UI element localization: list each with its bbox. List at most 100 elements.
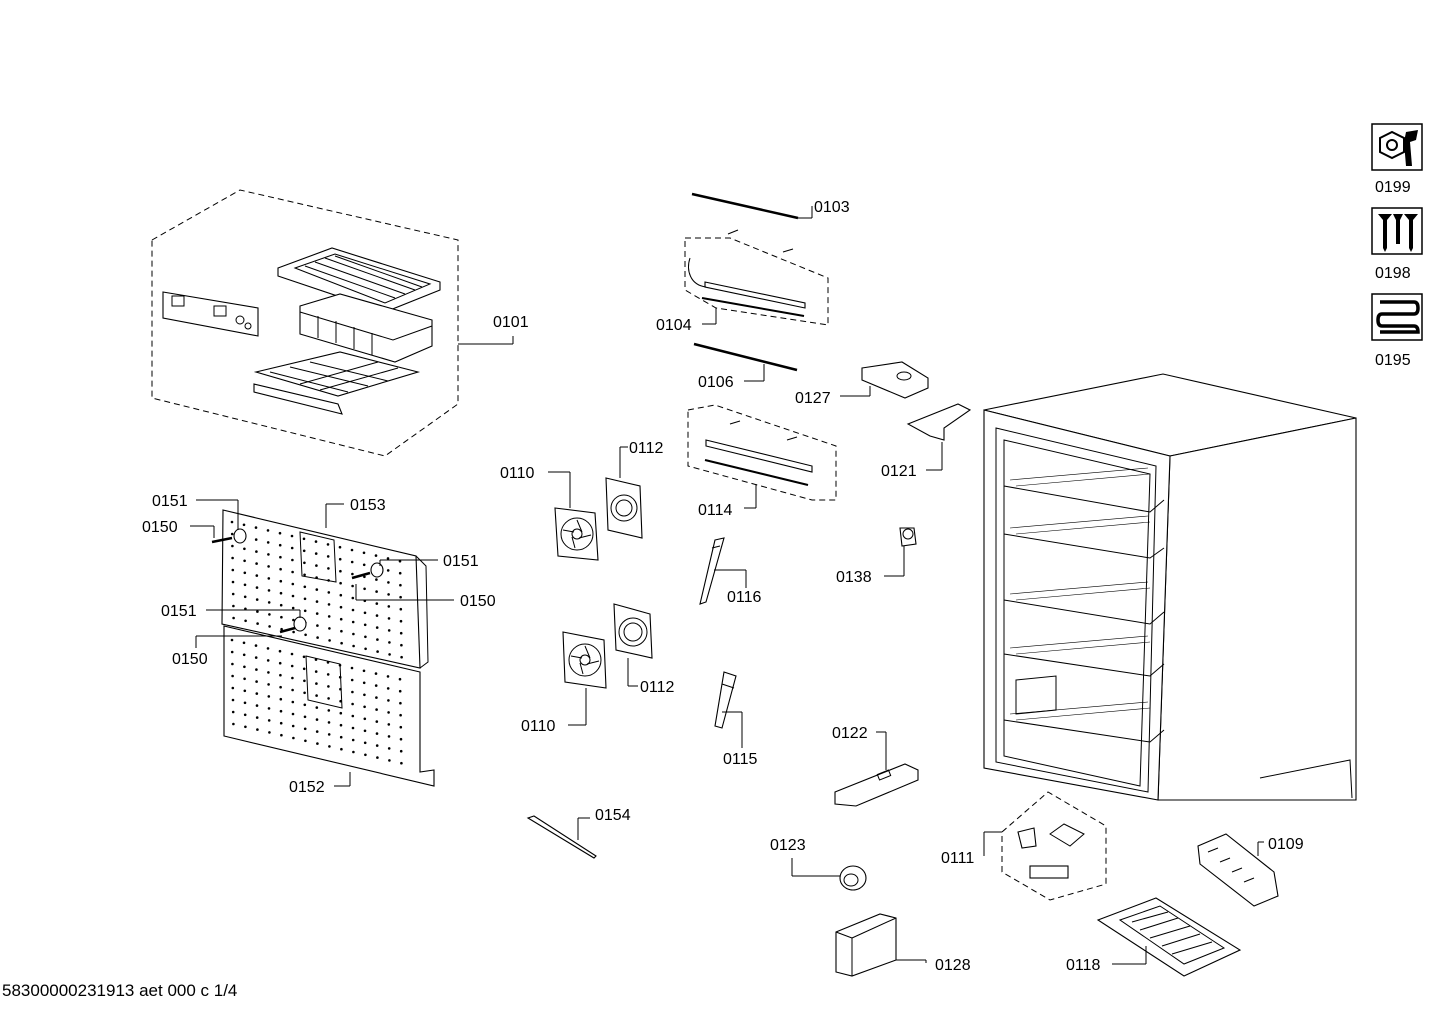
perforation-dot	[399, 713, 402, 717]
perforation-dot	[291, 558, 294, 562]
perforation-dot	[375, 696, 378, 699]
perforation-dot	[375, 744, 379, 747]
perforation-dot	[290, 652, 294, 656]
perforation-dot	[279, 709, 283, 713]
perforation-dot	[291, 570, 294, 574]
perforation-dot	[327, 615, 331, 618]
perforation-dot	[290, 534, 294, 538]
label-p0151b: 0151	[443, 553, 479, 570]
perforation-dot	[339, 711, 343, 715]
perforation-dot	[232, 604, 235, 608]
perforation-dot	[362, 681, 366, 685]
perforation-dot	[339, 581, 342, 585]
cabinet-drawing	[983, 373, 1357, 801]
label-p0122: 0122	[832, 725, 868, 742]
perforation-dot	[340, 641, 343, 645]
perforation-dot	[387, 711, 390, 714]
label-p0128: 0128	[935, 957, 971, 974]
perforation-dot	[266, 529, 270, 532]
perforation-dot	[267, 671, 270, 674]
perforation-dot	[315, 706, 319, 709]
perforation-dot	[232, 616, 235, 620]
perforation-dot	[291, 688, 294, 692]
perforation-dot	[328, 639, 331, 642]
perforation-dot	[230, 638, 234, 642]
probes-drawing	[699, 537, 747, 748]
legend-label-0199: 0199	[1375, 179, 1411, 196]
perforation-dot	[351, 738, 355, 742]
perforation-dot	[244, 607, 247, 611]
part-labels: 0101 0103 0104 0106 0114 0110 0112 0110 …	[142, 179, 1411, 974]
perforation-dot	[243, 689, 247, 693]
perforation-dot	[302, 549, 306, 553]
perforation-dot	[398, 677, 402, 681]
perforation-dot	[279, 579, 283, 583]
perforation-dot	[376, 650, 379, 653]
perforation-dot	[291, 676, 294, 680]
perforation-dot	[242, 523, 246, 527]
perforation-dot	[279, 697, 283, 701]
perforation-dot	[327, 721, 331, 724]
perforation-dot	[351, 620, 355, 624]
perforation-dot	[351, 714, 355, 718]
label-p0114: 0114	[698, 502, 733, 519]
perforation-dot	[375, 708, 378, 711]
perforation-dot	[326, 543, 330, 546]
perforation-dot	[328, 627, 331, 630]
perforation-dot	[244, 619, 247, 623]
perforation-dot	[387, 735, 391, 738]
perforation-dot	[255, 574, 259, 577]
perforation-dot	[400, 761, 403, 765]
perforation-dot	[267, 577, 271, 580]
perforation-dot	[339, 593, 343, 597]
perforation-dot	[279, 555, 282, 559]
perforation-dot	[315, 600, 319, 603]
perforation-dot	[364, 647, 367, 651]
label-p0151c: 0151	[161, 603, 197, 620]
perforation-dot	[327, 603, 331, 606]
label-p0104: 0104	[656, 317, 692, 334]
perforation-dot	[363, 729, 367, 733]
perforation-dot	[327, 685, 330, 688]
perforation-dot	[387, 629, 391, 632]
perforation-dot	[267, 695, 271, 698]
label-p0127: 0127	[795, 390, 831, 407]
perforation-dot	[387, 593, 390, 596]
perforation-dot	[279, 721, 283, 725]
rear-panels-drawing	[190, 499, 597, 859]
perforation-dot	[268, 613, 271, 616]
perforation-dot	[255, 562, 258, 565]
perforation-dot	[363, 623, 367, 627]
label-p0138: 0138	[836, 569, 872, 586]
perforation-dot	[387, 617, 391, 620]
perforation-dot	[400, 655, 403, 659]
rails-drawing	[684, 192, 837, 509]
perforation-dot	[242, 641, 246, 645]
perforation-dot	[374, 684, 378, 687]
perforation-dot	[256, 728, 259, 731]
perforation-dot	[278, 661, 282, 665]
perforation-dot	[374, 672, 378, 675]
label-p0110a: 0110	[500, 465, 535, 482]
perforation-dot	[399, 749, 403, 753]
perforation-dot	[388, 641, 391, 644]
perforation-dot	[375, 578, 378, 581]
document-id: 58300000231913 aet 000 c 1/4	[2, 981, 238, 1000]
perforation-dot	[327, 709, 331, 712]
perforation-dot	[243, 547, 246, 551]
perforation-dot	[398, 559, 402, 563]
label-p0106: 0106	[698, 374, 734, 391]
label-p0109: 0109	[1268, 836, 1304, 853]
perforation-dot	[387, 581, 390, 584]
perforation-dot	[316, 624, 319, 627]
perforation-dot	[231, 686, 235, 690]
perforation-dot	[387, 747, 391, 750]
perforation-dot	[268, 731, 271, 734]
perforation-dot	[231, 592, 235, 596]
label-p0112a: 0112	[629, 440, 664, 457]
perforation-dot	[339, 605, 343, 609]
perforation-dot	[279, 567, 282, 571]
perforation-dot	[362, 669, 366, 673]
perforation-dot	[352, 632, 355, 636]
perforation-dot	[291, 700, 295, 704]
